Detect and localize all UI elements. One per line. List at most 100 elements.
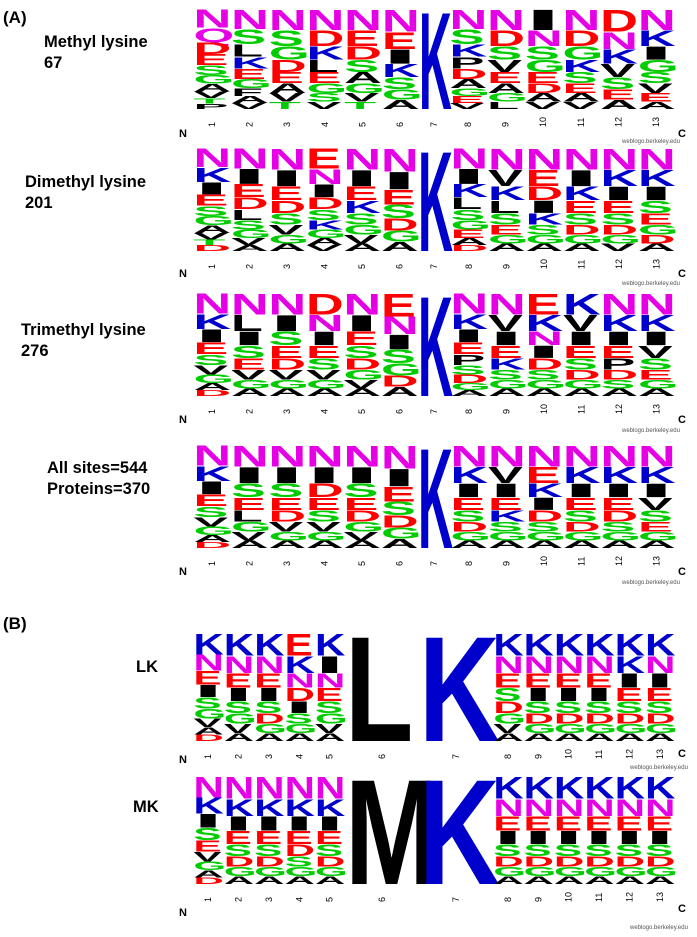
residue-E: E	[254, 669, 282, 692]
position-label: 8	[464, 264, 474, 269]
position-label: 1	[207, 122, 217, 127]
residue-K: K	[488, 183, 526, 205]
residue-G: G	[194, 214, 235, 228]
residue-K: K	[285, 652, 316, 679]
residue-N: N	[584, 795, 614, 822]
residue-E: E	[307, 69, 342, 86]
residue-D: D	[526, 183, 564, 205]
residue-K: K	[524, 770, 555, 806]
residue-G: G	[382, 87, 423, 104]
residue-A: A	[451, 538, 489, 550]
residue-G: G	[194, 373, 235, 386]
n-terminus-label: N	[179, 566, 187, 578]
residue-I: I	[638, 42, 674, 63]
position-label: 1	[203, 754, 213, 759]
residue-S: S	[315, 841, 343, 860]
position-label: 2	[245, 122, 255, 127]
residue-S: S	[306, 355, 341, 373]
residue-N: N	[451, 143, 489, 175]
residue-A: A	[269, 241, 307, 253]
position-label: 6	[394, 264, 404, 269]
residue-E: E	[231, 494, 266, 514]
n-terminus-label: N	[179, 754, 187, 766]
position-label: 4	[320, 122, 330, 127]
residue-N: N	[525, 26, 563, 51]
logo-column-7: K	[419, 606, 500, 774]
residue-A: A	[584, 874, 614, 887]
residue-D: D	[563, 222, 601, 238]
residue-N: N	[194, 440, 232, 472]
residue-E: E	[615, 684, 643, 705]
residue-G: G	[231, 228, 272, 241]
residue-K: K	[224, 795, 255, 822]
residue-V: V	[194, 90, 229, 100]
residue-D: D	[451, 243, 489, 252]
position-label: 10	[539, 556, 549, 566]
residue-G: G	[344, 81, 385, 96]
logo-svg: NKISEVGAD1NKIESDGA2NKIESDGA3NKIEDSGA4NKI…	[194, 749, 678, 917]
residue-E: E	[315, 827, 343, 848]
residue-S: S	[269, 328, 304, 350]
residue-D: D	[601, 367, 639, 383]
residue-E: E	[231, 66, 266, 82]
residue-I: I	[344, 165, 380, 191]
residue-L: L	[231, 207, 263, 224]
residue-V: V	[344, 91, 380, 104]
residue-I: I	[638, 183, 674, 205]
residue-K: K	[451, 463, 489, 489]
logo-svg: NKIESVGAD1NISELGVA2NISEDVGA3NIDESVGA4NIS…	[194, 418, 679, 579]
residue-I: I	[231, 462, 267, 488]
residue-K: K	[224, 627, 255, 663]
residue-E: E	[450, 94, 485, 105]
position-label: 3	[264, 897, 274, 902]
residue-A: A	[563, 538, 601, 550]
residue-N: N	[638, 288, 676, 322]
residue-I: I	[601, 183, 637, 205]
residue-E: E	[600, 87, 635, 104]
residue-S: S	[231, 218, 266, 233]
panel-b-label: (B)	[3, 614, 27, 633]
residue-K: K	[524, 627, 555, 663]
residue-D: D	[601, 222, 639, 238]
residue-D: D	[344, 507, 382, 525]
residue-S: S	[638, 197, 673, 217]
residue-E: E	[224, 669, 252, 692]
residue-K: K	[563, 288, 601, 322]
residue-A: A	[526, 538, 564, 550]
residue-K: K	[254, 795, 285, 822]
row-label-mk: MK	[133, 798, 159, 816]
residue-G: G	[194, 525, 235, 538]
residue-N: N	[231, 288, 269, 322]
residue-D: D	[584, 710, 614, 726]
residue-V: V	[231, 367, 266, 383]
residue-G: G	[224, 710, 257, 726]
residue-I: I	[194, 681, 223, 700]
residue-I: I	[615, 670, 644, 693]
residue-K: K	[615, 770, 646, 806]
c-terminus-label: C	[678, 414, 686, 426]
residue-N: N	[254, 652, 284, 679]
residue-S: S	[601, 210, 636, 228]
residue-D: D	[524, 710, 554, 726]
row-label-lk: LK	[136, 658, 158, 676]
residue-I: I	[488, 328, 524, 350]
residue-A: A	[563, 241, 601, 253]
residue-D: D	[344, 43, 382, 64]
residue-S: S	[526, 367, 561, 383]
